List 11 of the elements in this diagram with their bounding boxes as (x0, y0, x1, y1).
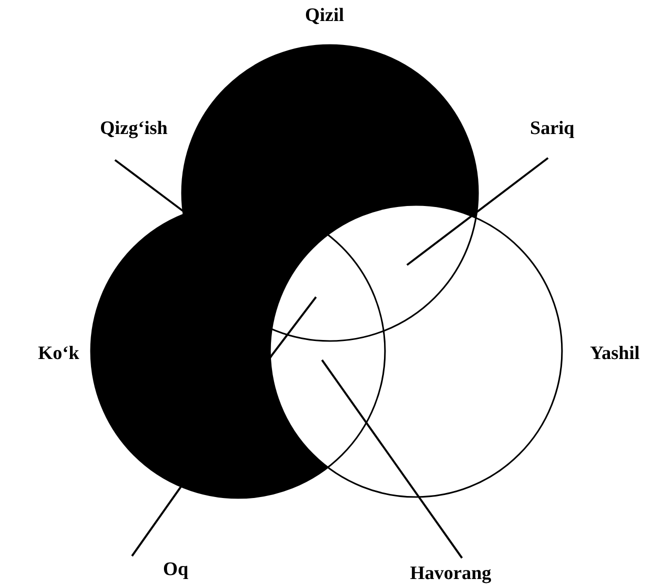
leader-line (321, 359, 463, 559)
circle-label: Yashil (590, 343, 640, 365)
leader-line (406, 157, 549, 266)
circle-label: Qizil (305, 5, 344, 27)
color-label: Sariq (530, 118, 574, 140)
color-label: Qizg‘ish (100, 118, 168, 140)
color-label: Havorang (410, 563, 492, 585)
circle-label: Ko‘k (38, 343, 80, 365)
leader-line (131, 296, 317, 557)
color-label: Oq (163, 559, 188, 581)
leader-line (114, 159, 184, 212)
